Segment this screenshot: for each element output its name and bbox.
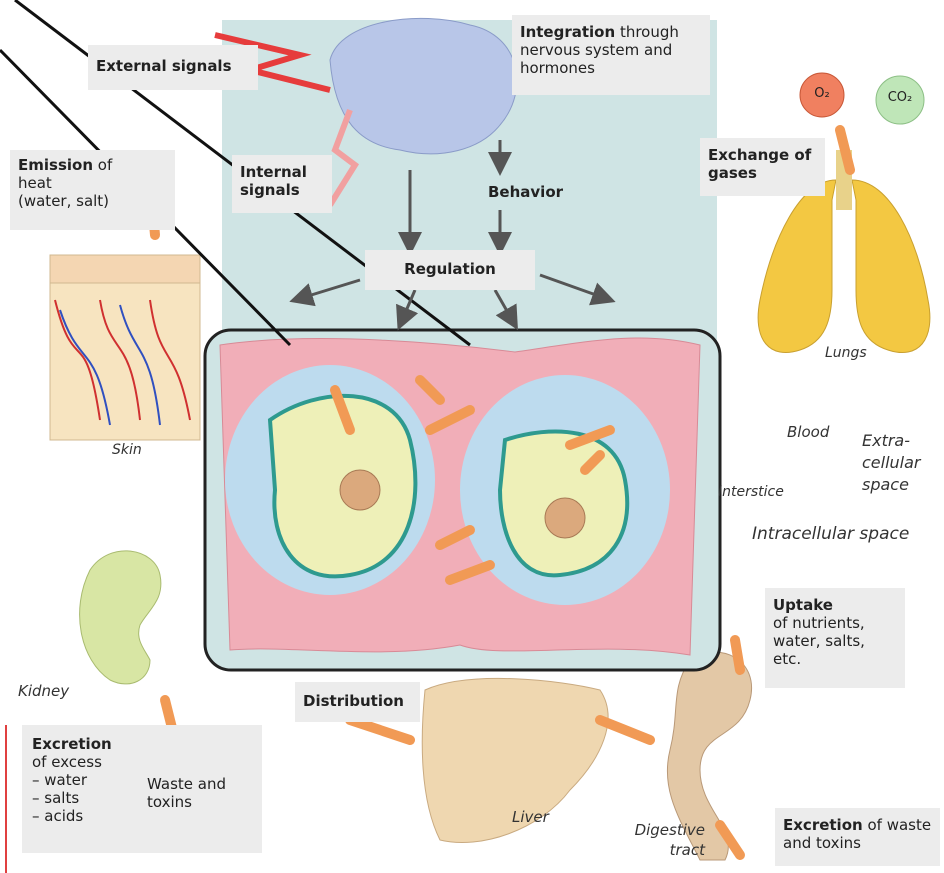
emission-water-text: (water, salt) <box>18 192 167 210</box>
kidney-label: Kidney <box>18 682 69 700</box>
skin-illustration <box>50 255 200 440</box>
intracellular-label: Intracellular space <box>752 524 909 544</box>
excretion-of-excess: of excess <box>32 753 252 771</box>
digestive-tract-label: Digestive tract <box>625 820 705 860</box>
external-signals-box: External signals <box>88 45 258 90</box>
emission-box: Emission of heat (water, salt) <box>10 150 175 230</box>
extracellular-label: Extra-cellular space <box>862 430 932 496</box>
uptake-box: Uptake of nutrients, water, salts, etc. <box>765 588 905 688</box>
exchange-gases-label: Exchange of gases <box>708 146 811 182</box>
regulation-box: Regulation <box>365 250 535 290</box>
kidney-illustration <box>80 551 161 684</box>
waste-toxins-label: Waste and toxins <box>147 775 252 811</box>
integration-box: Integration through nervous system and h… <box>512 15 710 95</box>
excretion-excess-box: Excretion of excess – water – salts – ac… <box>22 725 262 853</box>
co2-label: CO₂ <box>882 90 918 105</box>
uptake-text: of nutrients, water, salts, etc. <box>773 614 865 668</box>
internal-signals-label: Internal signals <box>240 163 307 199</box>
integration-label: Integration <box>520 23 615 41</box>
internal-signals-box: Internal signals <box>232 155 332 213</box>
emission-heat-text: heat <box>18 174 167 192</box>
behavior-label: Behavior <box>488 183 563 201</box>
lungs-label: Lungs <box>825 345 867 361</box>
excretion-waste-box: Excretion of waste and toxins <box>775 808 940 866</box>
blood-label: Blood <box>787 423 829 441</box>
nucleus-left <box>340 470 380 510</box>
emission-label: Emission <box>18 156 93 174</box>
liver-label: Liver <box>512 808 549 826</box>
excretion-excess-label: Excretion <box>32 735 252 753</box>
external-signals-label: External signals <box>96 57 232 75</box>
exchange-gases-box: Exchange of gases <box>700 138 825 196</box>
nucleus-right <box>545 498 585 538</box>
distribution-label: Distribution <box>303 692 404 710</box>
regulation-label: Regulation <box>404 260 496 278</box>
emission-of-text: of <box>98 156 112 174</box>
distribution-box: Distribution <box>295 682 420 722</box>
uptake-label: Uptake <box>773 596 897 614</box>
o2-label: O₂ <box>808 86 836 101</box>
skin-label: Skin <box>112 442 142 458</box>
excretion-waste-label: Excretion <box>783 816 863 834</box>
interstice-label: Interstice <box>718 484 784 500</box>
